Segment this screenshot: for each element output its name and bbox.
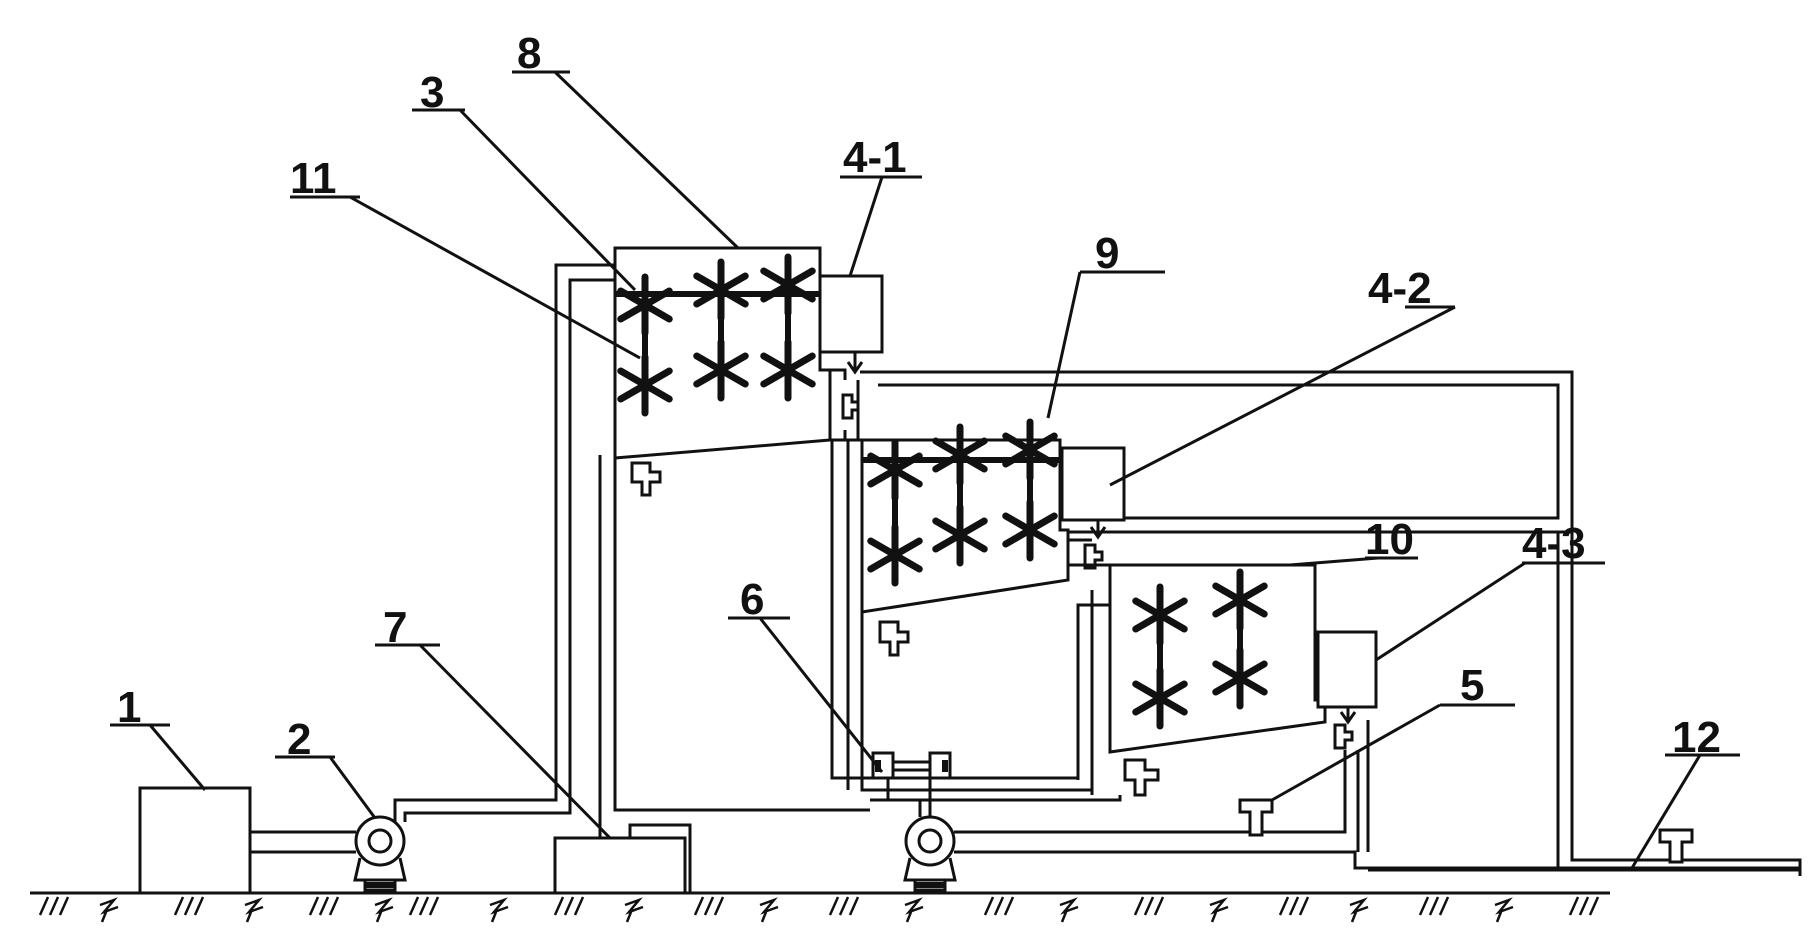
- ground-hatch: [553, 896, 585, 916]
- label-12: 12: [1672, 713, 1721, 762]
- ground-hatch: [693, 896, 725, 916]
- ground-hatch: [1349, 897, 1369, 923]
- valve-tank-10-side: [1333, 723, 1354, 750]
- ground-hatch: [374, 897, 394, 923]
- dosing-box-4-3: [1316, 630, 1378, 709]
- ground-hatch: [173, 896, 205, 916]
- valve-5: [1238, 798, 1274, 837]
- labels: 1 2 7 3 8 11 4-1 9 4-2 10 4-3 5 6 12: [117, 29, 1721, 764]
- stirrer-blade-icon: [1212, 646, 1268, 710]
- label-4-1: 4-1: [843, 133, 907, 182]
- label-10: 10: [1365, 515, 1414, 564]
- ground: [30, 891, 1610, 923]
- filter-unit: [871, 751, 952, 780]
- dosing-arrow-4-3: [1339, 707, 1357, 725]
- ground-hatch: [1209, 897, 1229, 923]
- valve-tank-10-outlet: [1123, 758, 1160, 797]
- ground-hatch: [1418, 896, 1450, 916]
- ground-hatch: [1059, 897, 1079, 923]
- stirrer-blade-icon: [1132, 666, 1188, 730]
- pump-2: [903, 815, 957, 892]
- ground-hatch: [759, 897, 779, 923]
- main-riser-pipe: [393, 263, 615, 822]
- stirrer-blade-icon: [1212, 568, 1268, 632]
- label-2: 2: [287, 715, 311, 764]
- return-pipe-1: [598, 452, 870, 893]
- pump-1: [353, 815, 407, 892]
- label-5: 5: [1460, 661, 1484, 710]
- ground-hatch: [1494, 897, 1514, 923]
- ground-hatch: [99, 897, 119, 923]
- stirrer-blade-icon: [760, 338, 816, 402]
- pipe-9-to-10: [1068, 538, 1110, 795]
- ground-hatch: [244, 897, 264, 923]
- ground-hatch: [904, 897, 924, 923]
- stirrer-blade-icon: [1132, 583, 1188, 647]
- label-3: 3: [420, 68, 444, 117]
- ground-hatch: [828, 896, 860, 916]
- label-11: 11: [290, 154, 337, 203]
- stirrer-blade-icon: [1002, 498, 1058, 562]
- stirrer-blade-icon: [867, 523, 923, 587]
- dosing-arrow-4-1: [846, 352, 864, 375]
- loop-pipe-9: [830, 438, 870, 792]
- ground-hatch: [408, 896, 440, 916]
- collection-basin: [553, 836, 687, 895]
- ground-hatch: [624, 897, 644, 923]
- label-4-2: 4-2: [1368, 264, 1432, 313]
- stirrer-blade-icon: [693, 258, 749, 322]
- ground-hatch: [1133, 896, 1165, 916]
- ground-hatch: [983, 896, 1015, 916]
- valve-tank-9-outlet: [878, 620, 910, 657]
- valve-tank-8-outlet: [630, 461, 662, 497]
- valve-outlet: [1658, 828, 1694, 864]
- stirrer-blade-icon: [932, 503, 988, 567]
- valve-tank-9-side: [1083, 543, 1104, 570]
- ground-hatch: [1278, 896, 1310, 916]
- pump-2-pipes: [870, 720, 1800, 872]
- stirrer-blade-icon: [617, 353, 673, 417]
- valve-tank-8-side: [841, 393, 860, 420]
- ground-hatch: [1568, 896, 1600, 916]
- label-7: 7: [383, 603, 407, 652]
- ground-hatch: [38, 896, 70, 916]
- inlet-pipe: [250, 830, 356, 854]
- label-6: 6: [740, 575, 764, 624]
- leader-lines: [110, 70, 1740, 869]
- stirrer-blade-icon: [932, 423, 988, 487]
- ground-hatch: [489, 897, 509, 923]
- source-tank: [138, 786, 252, 895]
- ground-hatch: [308, 896, 340, 916]
- stirrer-blade-icon: [693, 338, 749, 402]
- outlet-pipe-12: [1556, 532, 1802, 876]
- dosing-box-4-1: [818, 274, 884, 354]
- label-1: 1: [117, 683, 141, 732]
- tank-10: [1108, 563, 1327, 754]
- label-4-3: 4-3: [1522, 519, 1586, 568]
- dosing-arrow-4-2: [1089, 520, 1107, 540]
- stirrers: [615, 253, 1268, 730]
- label-9: 9: [1095, 229, 1119, 278]
- label-8: 8: [517, 29, 541, 78]
